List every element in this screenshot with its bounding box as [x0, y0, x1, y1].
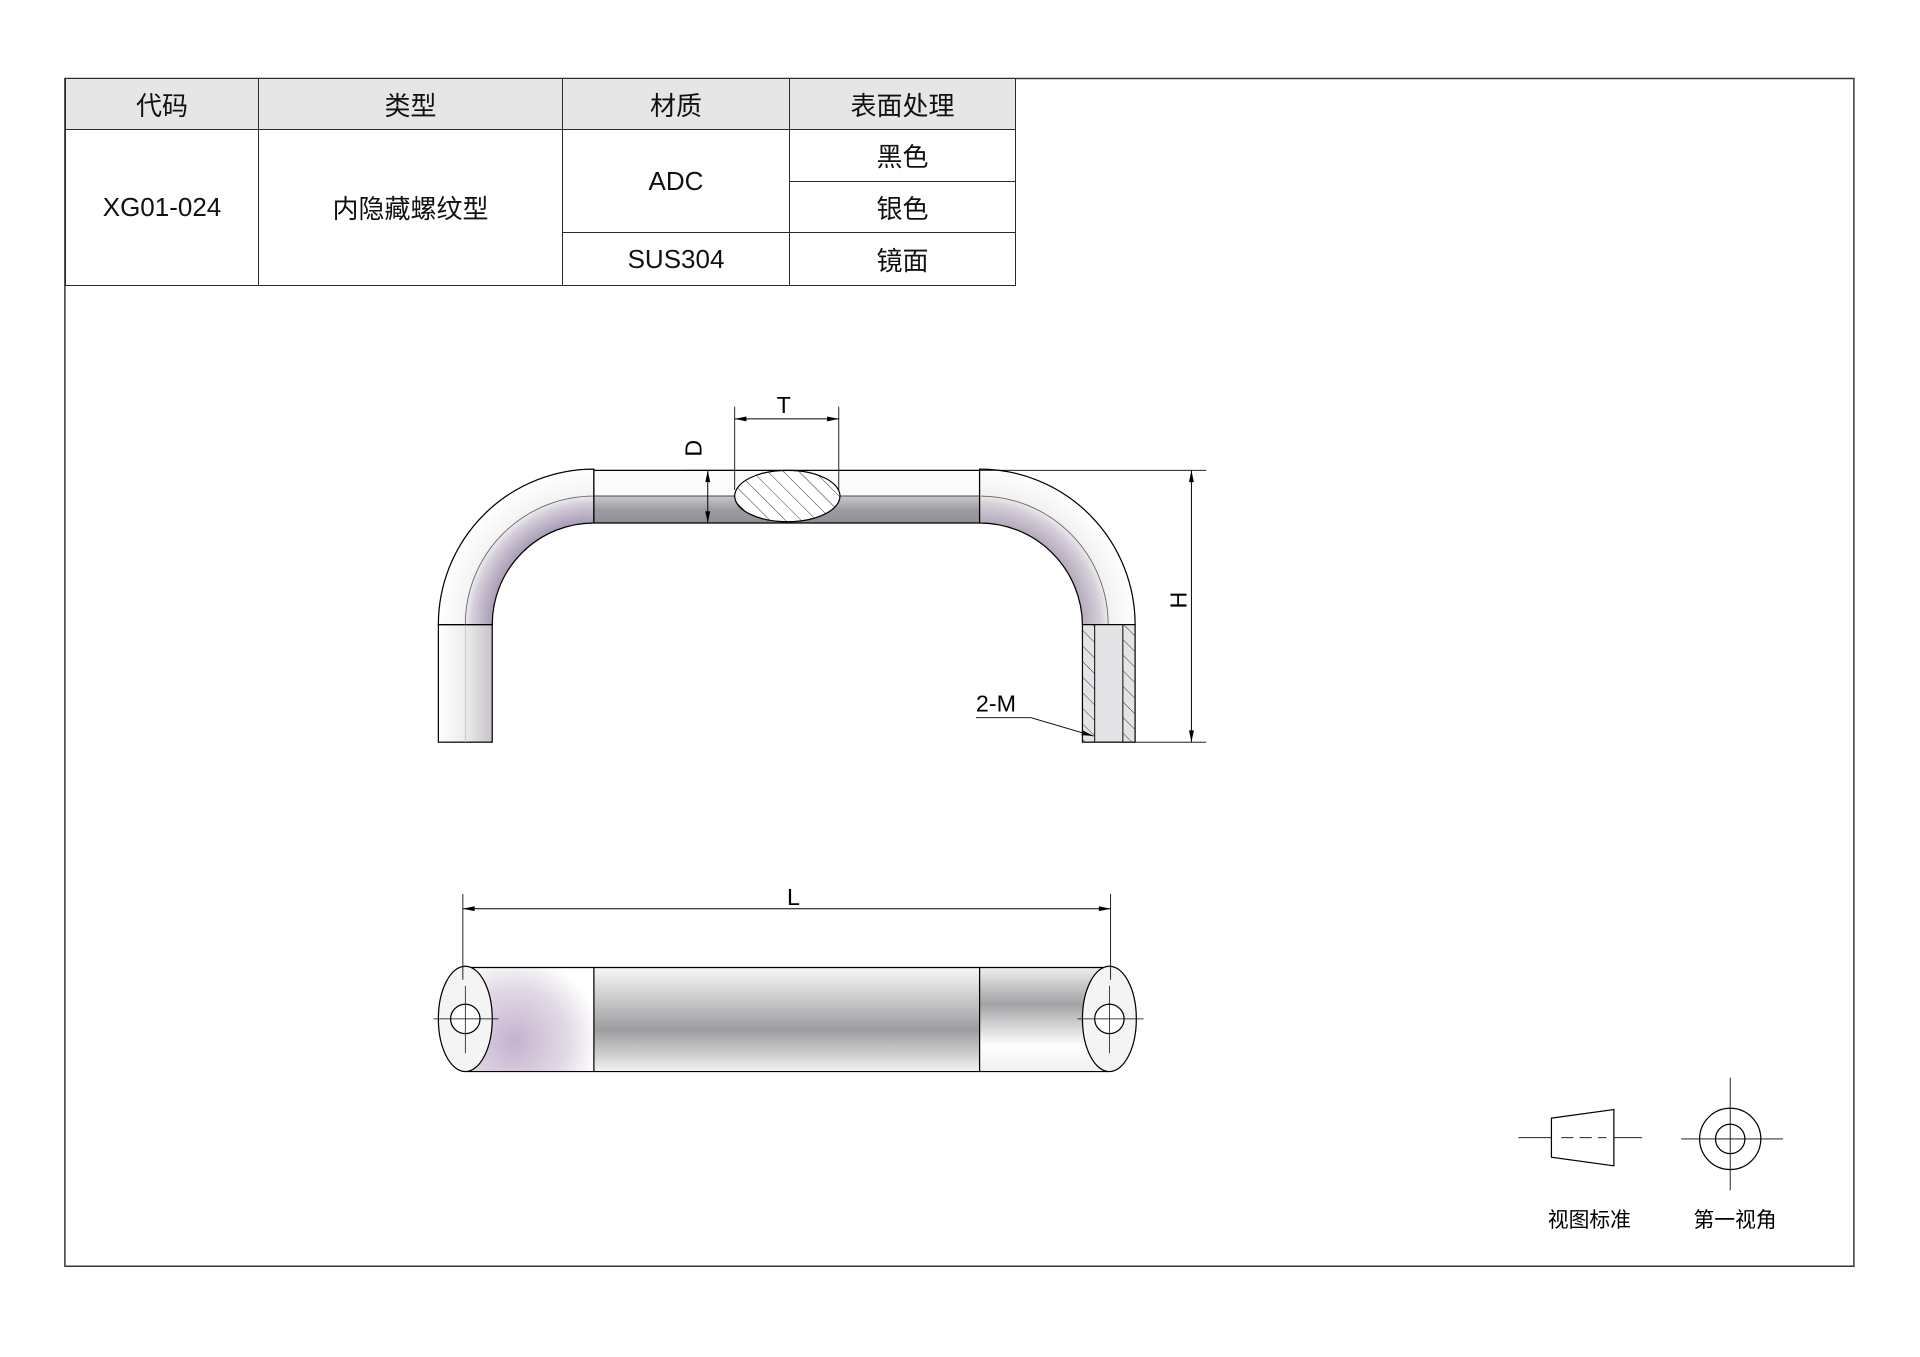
thread-callout-label: 2-M: [976, 691, 1016, 717]
top-view-middle-segment: [593, 967, 980, 1072]
right-leg-hatch-right: [1122, 624, 1136, 743]
header-surface: 表面处理: [789, 78, 1016, 130]
l-dimension-label: L: [787, 884, 800, 910]
header-material: 材质: [562, 78, 790, 130]
right-leg-hatch-left: [1082, 624, 1095, 743]
finish-cell-black: 黑色: [789, 129, 1016, 182]
spec-table: 代码 类型 材质 表面处理 XG01-024 内隐藏螺纹型 ADC 黑色 银色 …: [65, 78, 1016, 286]
header-code: 代码: [65, 78, 259, 130]
header-type: 类型: [258, 78, 563, 130]
left-bend-shade-edge: [464, 495, 594, 625]
type-cell: 内隐藏螺纹型: [258, 129, 563, 286]
projection-symbol: 视图标准 第一视角: [1518, 1077, 1783, 1232]
handle-front-view: [437, 468, 1136, 743]
finish-cell-mirror: 镜面: [789, 232, 1016, 286]
thread-callout-leader: [1030, 717, 1094, 737]
finish-cell-silver: 银色: [789, 181, 1016, 233]
handle-top-view: [433, 965, 1144, 1073]
h-dimension-label: H: [1166, 592, 1192, 609]
material-cell-adc: ADC: [562, 129, 790, 233]
projection-standard-label: 视图标准: [1548, 1209, 1631, 1232]
table-row: SUS304 镜面: [66, 232, 1016, 286]
projection-angle-label: 第一视角: [1694, 1209, 1777, 1232]
table-row: 银色: [66, 181, 1016, 233]
table-row: XG01-024 内隐藏螺纹型 ADC 黑色: [65, 129, 1016, 286]
front-view-dimensions: T D H 2-M: [681, 392, 1207, 743]
table-header-row: 代码 类型 材质 表面处理: [65, 78, 1016, 130]
right-bend-shade-edge: [979, 495, 1109, 625]
d-dimension-label: D: [681, 440, 707, 457]
t-dimension-label: T: [777, 392, 791, 418]
code-cell: XG01-024: [65, 129, 259, 286]
cross-section-hatch: [734, 469, 841, 523]
material-cell-sus304: SUS304: [562, 232, 790, 286]
top-view-dimensions: L: [462, 884, 1112, 980]
right-bend: [978, 468, 1136, 626]
left-bend: [437, 468, 595, 626]
